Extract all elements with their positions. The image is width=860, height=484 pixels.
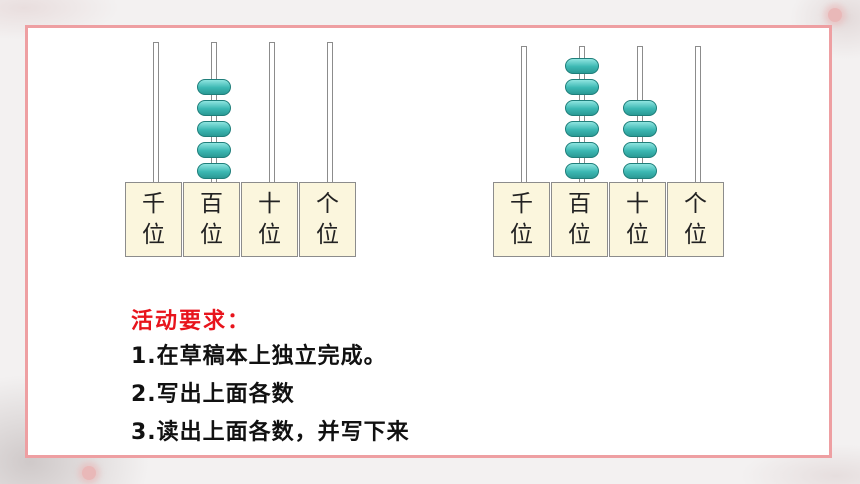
abacus-rod-tens <box>269 42 275 184</box>
abacus-bead <box>197 142 231 158</box>
abacus-bead <box>565 58 599 74</box>
abacus-bead <box>197 79 231 95</box>
place-label-char: 位 <box>258 221 281 248</box>
abacus-bead <box>565 142 599 158</box>
abacus-bead <box>565 100 599 116</box>
abacus-rod-ones <box>327 42 333 184</box>
place-label-tens: 十 位 <box>609 182 666 257</box>
place-label-char: 位 <box>142 221 165 248</box>
place-label-hundreds: 百 位 <box>183 182 240 257</box>
place-label-char: 百 <box>568 190 591 217</box>
place-label-hundreds: 百 位 <box>551 182 608 257</box>
flower-decoration <box>828 8 842 22</box>
place-label-char: 个 <box>684 190 707 217</box>
place-label-char: 千 <box>142 190 165 217</box>
abacus-rod-thousands <box>521 46 527 184</box>
place-value-labels: 千 位 百 位 十 位 个 位 <box>493 182 725 257</box>
place-label-char: 十 <box>258 190 281 217</box>
place-label-char: 个 <box>316 190 339 217</box>
place-label-thousands: 千 位 <box>125 182 182 257</box>
place-label-char: 位 <box>200 221 223 248</box>
place-label-thousands: 千 位 <box>493 182 550 257</box>
place-label-tens: 十 位 <box>241 182 298 257</box>
abacus-bead <box>623 121 657 137</box>
abacus-bead <box>197 163 231 179</box>
place-label-ones: 个 位 <box>299 182 356 257</box>
place-label-char: 千 <box>510 190 533 217</box>
place-label-char: 百 <box>200 190 223 217</box>
abacus-rod-thousands <box>153 42 159 184</box>
abacus-left: 千 位 百 位 十 位 个 位 <box>125 42 361 274</box>
abacus-bead <box>623 163 657 179</box>
requirement-item-2: 2.写出上面各数 <box>131 382 295 407</box>
requirement-item-1: 1.在草稿本上独立完成。 <box>131 344 387 369</box>
abacus-bead <box>565 79 599 95</box>
place-label-char: 位 <box>316 221 339 248</box>
place-label-char: 十 <box>626 190 649 217</box>
place-value-labels: 千 位 百 位 十 位 个 位 <box>125 182 357 257</box>
abacus-bead <box>565 121 599 137</box>
place-label-char: 位 <box>568 221 591 248</box>
abacus-bead <box>623 100 657 116</box>
activity-requirements: 活动要求： 1.在草稿本上独立完成。 2.写出上面各数 3.读出上面各数，并写下… <box>131 305 410 452</box>
place-label-char: 位 <box>626 221 649 248</box>
place-label-char: 位 <box>684 221 707 248</box>
place-label-char: 位 <box>510 221 533 248</box>
abacus-bead <box>197 121 231 137</box>
abacus-bead <box>565 163 599 179</box>
requirement-item-3: 3.读出上面各数，并写下来 <box>131 420 410 445</box>
content-frame: 千 位 百 位 十 位 个 位 千 位 <box>25 25 832 458</box>
abacus-bead <box>197 100 231 116</box>
flower-decoration <box>82 466 96 480</box>
abacus-bead <box>623 142 657 158</box>
abacus-rod-ones <box>695 46 701 184</box>
abacus-right: 千 位 百 位 十 位 个 位 <box>493 42 729 274</box>
requirements-title: 活动要求： <box>131 309 252 334</box>
place-label-ones: 个 位 <box>667 182 724 257</box>
